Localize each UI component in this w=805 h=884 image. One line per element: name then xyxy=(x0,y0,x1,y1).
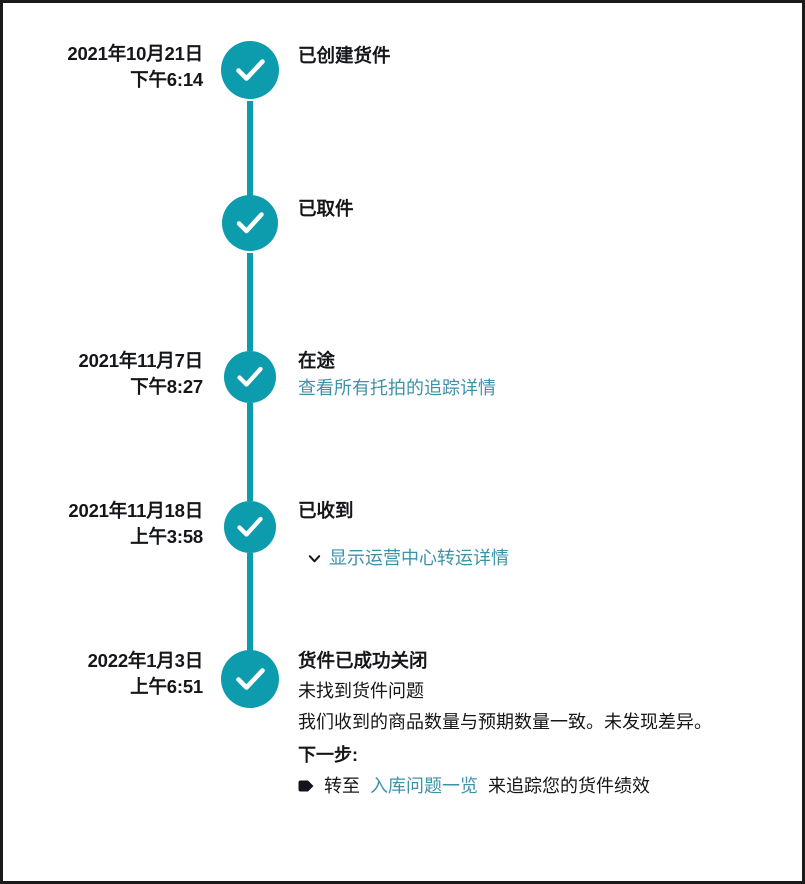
event-date: 2021年11月7日 xyxy=(78,350,203,371)
check-circle-icon xyxy=(221,650,279,708)
check-circle-icon xyxy=(221,41,279,99)
tag-bullet-icon xyxy=(298,780,314,792)
timeline-connector-1 xyxy=(247,101,253,197)
next-steps-label: 下一步: xyxy=(298,745,358,765)
event-date: 2021年11月18日 xyxy=(68,500,203,521)
event-datetime: 2021年10月21日 下午6:14 xyxy=(3,41,203,93)
timeline-connector-4 xyxy=(247,553,253,651)
event-title: 已创建货件 xyxy=(298,45,391,66)
event-title: 已取件 xyxy=(298,198,354,219)
check-circle-icon xyxy=(224,501,276,553)
event-title: 货件已成功关闭 xyxy=(298,650,428,671)
event-title: 已收到 xyxy=(298,500,354,521)
event-datetime: 2022年1月3日 上午6:51 xyxy=(3,648,204,700)
inbound-problems-overview-link[interactable]: 入库问题一览 xyxy=(370,776,478,796)
event-content: 已创建货件 xyxy=(298,43,798,69)
show-transfer-details-label: 显示运营中心转运详情 xyxy=(329,548,509,568)
event-content: 已收到 显示运营中心转运详情 xyxy=(298,498,798,572)
fulfillment-center-transfer-disclosure[interactable]: 显示运营中心转运详情 xyxy=(298,544,798,572)
event-detail-line: 未找到货件问题 xyxy=(298,681,424,701)
event-time: 下午8:27 xyxy=(130,376,203,397)
chevron-down-icon xyxy=(307,551,322,566)
next-step-suffix: 来追踪您的货件绩效 xyxy=(488,776,650,796)
event-time: 上午6:51 xyxy=(130,676,203,697)
timeline-connector-2 xyxy=(247,253,253,351)
shipment-timeline: 2021年10月21日 下午6:14 已创建货件 已取件 xyxy=(3,3,802,881)
event-content: 在途 查看所有托拍的追踪详情 xyxy=(298,348,798,402)
check-circle-icon xyxy=(224,351,276,403)
event-time: 上午3:58 xyxy=(130,526,203,547)
timeline-connector-3 xyxy=(247,403,253,501)
event-date: 2022年1月3日 xyxy=(87,650,204,671)
event-detail-line: 我们收到的商品数量与预期数量一致。未发现差异。 xyxy=(298,712,712,732)
check-circle-icon xyxy=(222,195,278,251)
event-date: 2021年10月21日 xyxy=(67,43,203,64)
next-step-prefix: 转至 xyxy=(324,776,360,796)
view-all-tracking-details-link[interactable]: 查看所有托拍的追踪详情 xyxy=(298,378,496,398)
event-datetime: 2021年11月18日 上午3:58 xyxy=(3,498,203,550)
event-title: 在途 xyxy=(298,350,336,371)
event-time: 下午6:14 xyxy=(130,69,203,90)
event-content: 已取件 xyxy=(298,196,798,222)
event-datetime: 2021年11月7日 下午8:27 xyxy=(3,348,203,400)
event-content: 货件已成功关闭 未找到货件问题 我们收到的商品数量与预期数量一致。未发现差异。 … xyxy=(298,648,798,801)
next-step-item: 转至 入库问题一览 来追踪您的货件绩效 xyxy=(298,771,798,801)
